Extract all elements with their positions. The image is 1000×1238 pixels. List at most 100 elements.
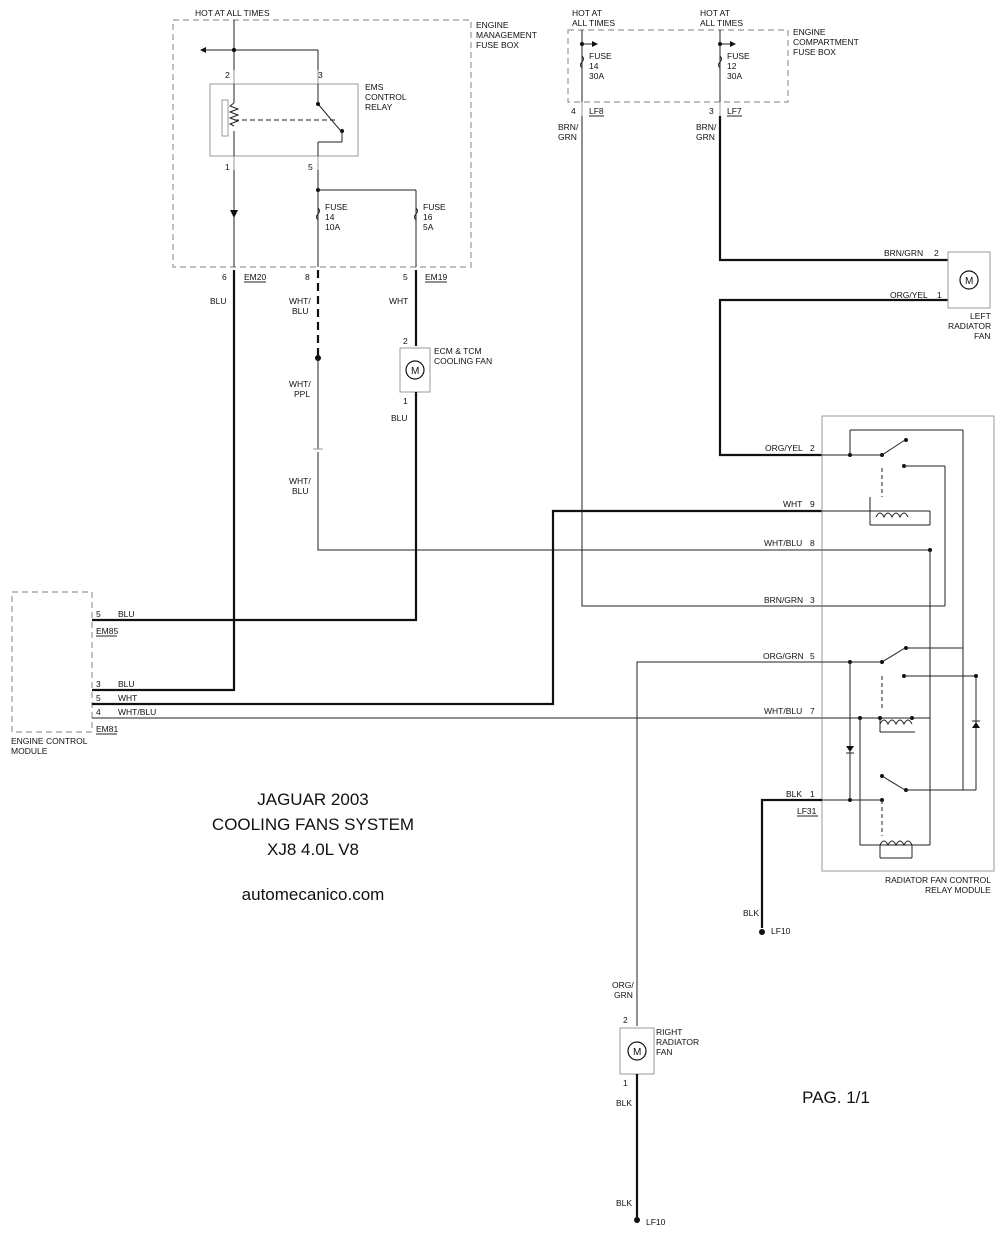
ecm-tcm-cooling-fan: 2 M ECM & TCM COOLING FAN 1 BLU <box>92 336 492 622</box>
ground-icon <box>759 929 765 935</box>
em-fuse-box-label-1: ENGINE <box>476 20 509 30</box>
wire-label-wht-4: WHT <box>389 296 408 306</box>
title-line-3: XJ8 4.0L V8 <box>267 840 359 859</box>
title-line-2: COOLING FANS SYSTEM <box>212 815 414 834</box>
em19-pin-5: 5 <box>403 272 408 282</box>
module-pin-3: 3 <box>810 595 815 605</box>
rfcr-label-2: RELAY MODULE <box>925 885 991 895</box>
em-internal-wiring <box>230 156 417 267</box>
lf8-pin-4: 4 <box>571 106 576 116</box>
rfcr-label-1: RADIATOR FAN CONTROL <box>885 875 991 885</box>
wire-label-blu-4: BLU <box>391 413 408 423</box>
fan-pin-2: 2 <box>403 336 408 346</box>
wire-ecm-wht-to-module-pin-9 <box>92 509 822 706</box>
ecm-wire-blu-2: BLU <box>118 679 135 689</box>
fan-pin-1: 1 <box>403 396 408 406</box>
engine-compartment-fuse-box: HOT AT ALL TIMES HOT AT ALL TIMES ENGINE… <box>567 8 859 103</box>
module-pin-2: 2 <box>810 443 815 453</box>
fuse-14-label: FUSE <box>325 202 348 212</box>
ems-relay-label-3: RELAY <box>365 102 393 112</box>
ecm-pin-4: 4 <box>96 707 101 717</box>
motor-icon: M <box>411 366 419 377</box>
radiator-fan-control-relay-module: RADIATOR FAN CONTROL RELAY MODULE <box>821 415 995 895</box>
website-label: automecanico.com <box>242 885 385 904</box>
module-wire-wht: WHT <box>783 499 802 509</box>
lf8-connector-label: LF8 <box>589 106 604 116</box>
motor-icon: M <box>633 1047 641 1058</box>
module-wire-org-yel: ORG/YEL <box>765 443 803 453</box>
ems-control-relay: 2 3 EMS CONTROL RELAY 1 5 <box>209 70 407 172</box>
fuse-12-number: 12 <box>727 61 737 71</box>
rrf-label-1: RIGHT <box>656 1027 682 1037</box>
wire-label-blu-1: BLU <box>210 296 227 306</box>
wire-org-yel: ORG/YEL 1 <box>718 290 948 457</box>
wire-blk-module-ground: BLK LF10 <box>743 798 822 936</box>
wire-wht-blu-ppl: WHT/ BLU WHT/ PPL WHT/ BLU <box>289 270 822 551</box>
wire-label-brn-1: BRN/ <box>558 122 579 132</box>
ecm-wire-blu-1: BLU <box>118 609 135 619</box>
wire-label-grn-2: GRN <box>696 132 715 142</box>
fuse-14-number: 14 <box>325 212 335 222</box>
lrf-pin-2: 2 <box>934 248 939 258</box>
em-fuse-box-label-2: MANAGEMENT <box>476 30 537 40</box>
module-wire-brn-grn: BRN/GRN <box>764 595 803 605</box>
page-number: PAG. 1/1 <box>802 1088 870 1107</box>
fuse-14b-label: FUSE <box>589 51 612 61</box>
ecm-wire-wht: WHT <box>118 693 137 703</box>
left-radiator-fan: M LEFT RADIATOR FAN <box>947 251 991 341</box>
ecm-label-1: ENGINE CONTROL <box>11 736 88 746</box>
engine-management-fuse-box: HOT AT ALL TIMES ENGINE MANAGEMENT FUSE … <box>172 8 537 268</box>
em-connector-pins: 6 EM20 8 5 EM19 <box>222 272 447 283</box>
module-pin-5: 5 <box>810 651 815 661</box>
motor-icon: M <box>965 276 973 287</box>
ems-relay-label-2: CONTROL <box>365 92 407 102</box>
module-wire-wht-blu-1: WHT/BLU <box>764 538 802 548</box>
wire-label-blk-2: BLK <box>616 1098 632 1108</box>
fuse-16-5a: FUSE 16 5A <box>414 202 446 232</box>
wire-label-wht-1: WHT/ <box>289 296 311 306</box>
lrf-label-1: LEFT <box>970 311 991 321</box>
wire-label-blk-3: BLK <box>616 1198 632 1208</box>
lrf-label-3: FAN <box>974 331 991 341</box>
em-fuse-box-label-3: FUSE BOX <box>476 40 519 50</box>
module-wire-org-grn: ORG/GRN <box>763 651 804 661</box>
wire-label-brn-grn-1: BRN/GRN <box>884 248 923 258</box>
em20-pin-6: 6 <box>222 272 227 282</box>
right-radiator-fan: M RIGHT RADIATOR FAN 1 BLK BLK LF10 <box>616 1027 699 1227</box>
lf10-ground-label-2: LF10 <box>646 1217 666 1227</box>
relay-pin-1: 1 <box>225 162 230 172</box>
module-wire-blk: BLK <box>786 789 802 799</box>
title-block: JAGUAR 2003 COOLING FANS SYSTEM XJ8 4.0L… <box>212 790 870 1107</box>
module-pin-8: 8 <box>810 538 815 548</box>
wire-wht-to-ecm-tcm-fan: WHT <box>389 270 418 346</box>
ecm-tcm-label-1: ECM & TCM <box>434 346 482 356</box>
ec-fuse-box-label-2: COMPARTMENT <box>793 37 859 47</box>
wire-label-grn-3: GRN <box>614 990 633 1000</box>
ground-icon <box>634 1217 640 1223</box>
module-pin-7: 7 <box>810 706 815 716</box>
fuse-12-30a: FUSE 12 30A 3 LF7 <box>709 30 750 117</box>
em85-connector-label: EM85 <box>96 626 118 636</box>
ecm-wire-wht-blu: WHT/BLU <box>118 707 156 717</box>
relay-pin-3: 3 <box>318 70 323 80</box>
hot-label-a1: HOT AT <box>572 8 602 18</box>
wire-label-blu-3: BLU <box>292 486 309 496</box>
ecm-tcm-label-2: COOLING FAN <box>434 356 492 366</box>
fuse-12-label: FUSE <box>727 51 750 61</box>
ecm-pin-5a: 5 <box>96 609 101 619</box>
hot-at-all-times-label: HOT AT ALL TIMES <box>195 8 270 18</box>
engine-control-module: 5 BLU EM85 3 BLU 5 WHT 4 WHT/BLU EM81 EN… <box>11 591 156 756</box>
em-bus-bar <box>200 20 319 70</box>
rrf-label-2: RADIATOR <box>656 1037 699 1047</box>
wire-brn-grn-lf8: BRN/ GRN <box>558 102 822 607</box>
fuse-12-rating: 30A <box>727 71 742 81</box>
wire-label-wht-3: WHT/ <box>289 476 311 486</box>
wire-label-grn-1: GRN <box>558 132 577 142</box>
rrf-pin-2: 2 <box>623 1015 628 1025</box>
ec-fuse-box-label-1: ENGINE <box>793 27 826 37</box>
wire-label-blk-1: BLK <box>743 908 759 918</box>
module-pin-9: 9 <box>810 499 815 509</box>
relay-pin-5: 5 <box>308 162 313 172</box>
ems-relay-label-1: EMS <box>365 82 384 92</box>
wire-blu-em20-to-ecm: BLU <box>92 270 236 692</box>
